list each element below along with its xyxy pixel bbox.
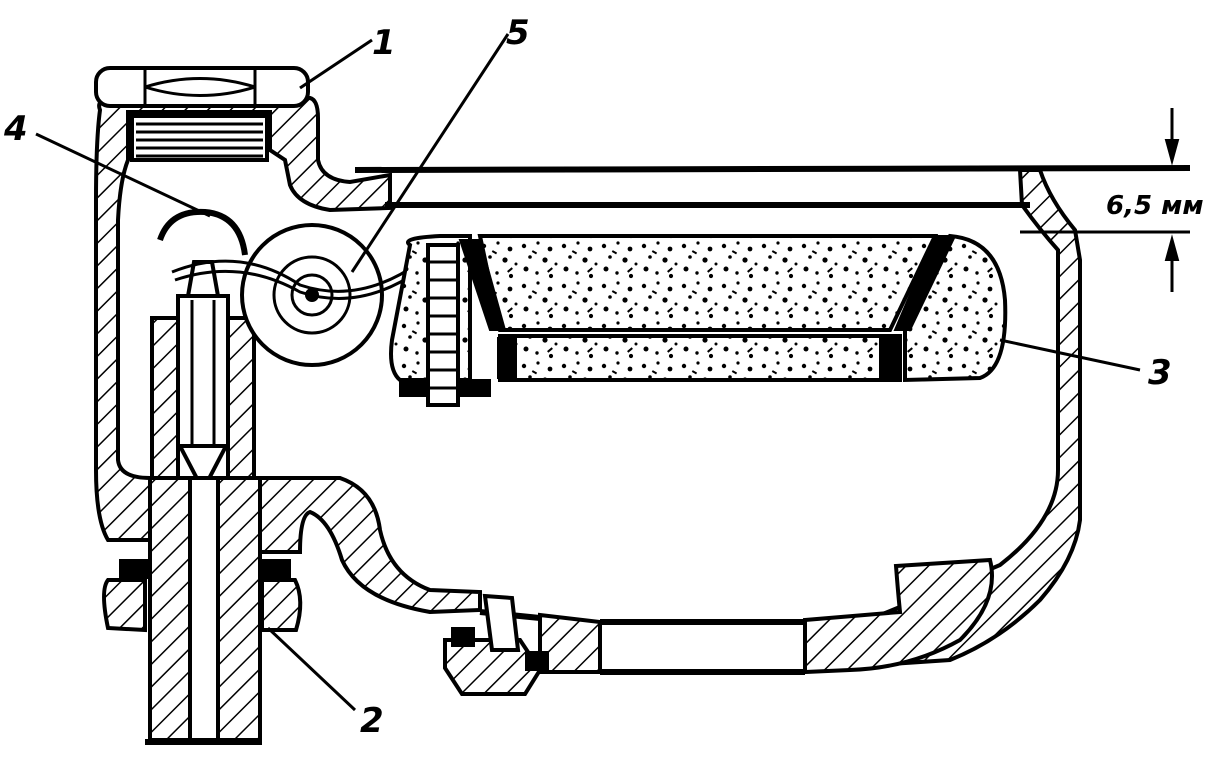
- label-1: 1: [372, 23, 396, 63]
- drain-plug: [443, 593, 549, 696]
- threaded-plug: [130, 114, 269, 162]
- housing-wall: [94, 96, 1082, 675]
- label-3: 3: [1148, 353, 1172, 393]
- leader-lines: [35, 33, 1141, 712]
- inlet-fitting: [102, 476, 303, 745]
- label-5: 5: [506, 13, 530, 53]
- cover-nut: [94, 66, 310, 108]
- needle-valve: [150, 260, 256, 495]
- label-2: 2: [360, 701, 384, 741]
- dimension-label: 6,5 мм: [1106, 191, 1204, 221]
- dimension-marker: [1164, 108, 1180, 292]
- float-body: [389, 233, 1008, 407]
- label-4: 4: [3, 109, 28, 149]
